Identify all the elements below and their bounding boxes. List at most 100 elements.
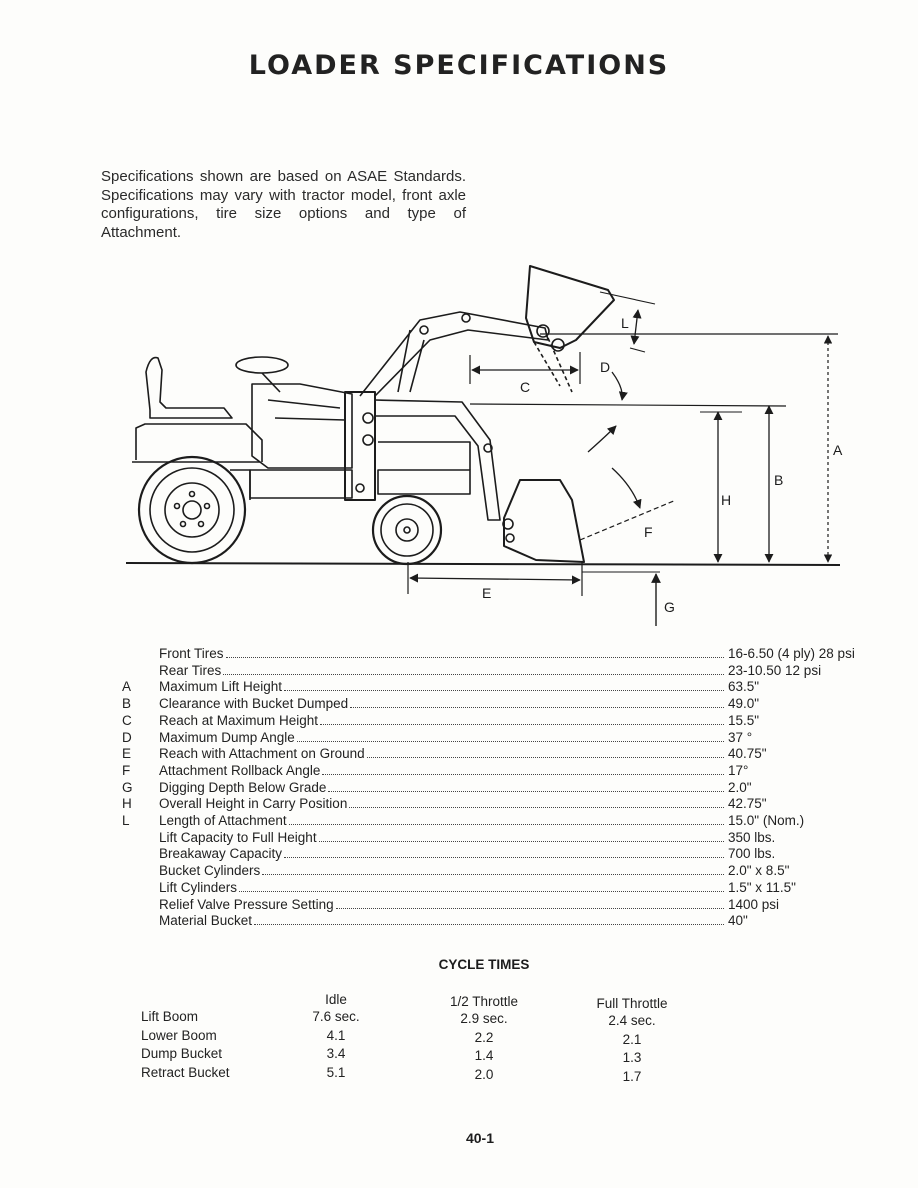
dot-leader: [320, 723, 724, 725]
cycle-value: 2.9 sec.: [460, 1011, 508, 1026]
front-wheel: [371, 494, 443, 566]
spec-letter: D: [122, 729, 132, 745]
cycle-value: 1.7: [622, 1068, 642, 1084]
cycle-header: Idle: [325, 992, 347, 1007]
spec-value: 700 lbs.: [728, 846, 776, 862]
spec-row: G Digging Depth Below Grade 2.0": [0, 780, 918, 797]
label-b: B: [774, 472, 783, 488]
ground-line: [125, 562, 841, 566]
label-h: H: [721, 492, 731, 508]
spec-row: E Reach with Attachment on Ground 40.75": [0, 746, 918, 763]
cycle-times-title: CYCLE TIMES: [438, 957, 530, 972]
spec-row: D Maximum Dump Angle 37 °: [0, 730, 918, 747]
dot-leader: [349, 807, 724, 809]
spec-letter: C: [122, 712, 132, 728]
spec-label: Maximum Dump Angle: [159, 729, 295, 745]
spec-value: 40.75": [728, 746, 767, 762]
seat: [145, 356, 233, 419]
label-l: L: [621, 315, 629, 331]
cycle-value: 1.4: [474, 1048, 494, 1063]
dot-leader: [297, 740, 724, 742]
cycle-value: 3.4: [326, 1046, 346, 1061]
spec-value: 15.5": [728, 712, 760, 728]
spec-value: 17°: [728, 762, 749, 778]
rear-fender: [132, 423, 263, 463]
spec-row: L Length of Attachment 15.0" (Nom.): [0, 813, 918, 830]
dot-leader: [223, 673, 724, 675]
spec-label: Reach with Attachment on Ground: [159, 746, 365, 762]
dot-leader: [262, 874, 724, 876]
spec-label: Length of Attachment: [159, 813, 287, 828]
dot-leader: [239, 890, 724, 892]
cycle-row-label: Retract Bucket: [141, 1064, 230, 1080]
spec-row: Lift Capacity to Full Height 350 lbs.: [0, 830, 918, 847]
label-d: D: [600, 359, 610, 375]
spec-label: Digging Depth Below Grade: [159, 779, 327, 795]
loader-tower: [344, 391, 376, 501]
rear-wheel: [137, 455, 247, 565]
spec-row: Lift Cylinders 1.5" x 11.5": [0, 880, 918, 897]
cycle-row-label: Lift Boom: [141, 1009, 199, 1024]
label-e: E: [482, 585, 491, 601]
page-number: 40-1: [465, 1130, 495, 1146]
dot-leader: [254, 924, 724, 926]
cycle-row-label: Lower Boom: [141, 1027, 217, 1043]
cycle-value: 2.4 sec.: [608, 1013, 656, 1028]
loader-diagram: A B C D E F G H L: [125, 265, 843, 626]
dot-leader: [336, 907, 724, 909]
spec-row: Breakaway Capacity 700 lbs.: [0, 846, 918, 863]
spec-label: Breakaway Capacity: [159, 846, 283, 862]
spec-value: 40": [728, 913, 748, 929]
cycle-value: 2.2: [474, 1029, 494, 1045]
spec-letter: E: [122, 746, 132, 762]
spec-value: 1400 psi: [728, 896, 780, 912]
cycle-value: 7.6 sec.: [312, 1009, 360, 1024]
spec-value: 49.0": [728, 696, 760, 712]
label-a: A: [833, 442, 843, 458]
spec-value: 2.0": [728, 779, 752, 795]
spec-value: 37 °: [728, 729, 753, 745]
spec-letter: L: [122, 813, 130, 828]
spec-label: Relief Valve Pressure Setting: [159, 896, 334, 912]
spec-letter: H: [122, 796, 132, 812]
spec-row: Relief Valve Pressure Setting 1400 psi: [0, 897, 918, 914]
page-title: LOADER SPECIFICATIONS: [248, 50, 670, 81]
steering-wheel: [235, 356, 289, 374]
spec-label: Maximum Lift Height: [159, 679, 283, 695]
spec-letter: F: [122, 762, 131, 778]
label-g: G: [664, 599, 675, 615]
dot-leader: [367, 757, 724, 759]
spec-letter: A: [122, 679, 132, 695]
spec-label: Lift Capacity to Full Height: [159, 829, 317, 845]
dot-leader: [322, 773, 724, 775]
dot-leader: [284, 857, 724, 859]
spec-label: Clearance with Bucket Dumped: [159, 696, 349, 712]
tractor-hood: [251, 383, 353, 469]
spec-label: Bucket Cylinders: [159, 863, 261, 879]
intro-paragraph: Specifications shown are based on ASAE S…: [101, 168, 466, 241]
spec-value: 1.5" x 11.5": [728, 879, 796, 895]
dot-leader: [284, 690, 724, 692]
label-f: F: [644, 524, 653, 540]
dot-leader: [328, 790, 724, 792]
cycle-value: 5.1: [326, 1064, 346, 1080]
cycle-value: 2.0: [474, 1066, 494, 1082]
bucket-lower: [503, 479, 585, 563]
bucket-raised: [525, 265, 615, 349]
spec-label: Attachment Rollback Angle: [159, 762, 321, 778]
cycle-row-label: Dump Bucket: [141, 1046, 223, 1061]
spec-value: 15.0" (Nom.): [728, 813, 805, 828]
spec-letter: G: [122, 779, 133, 795]
spec-label: Lift Cylinders: [159, 879, 238, 895]
spec-value: 42.75": [728, 796, 767, 812]
spec-value: 350 lbs.: [728, 829, 776, 845]
dot-leader: [319, 840, 724, 842]
